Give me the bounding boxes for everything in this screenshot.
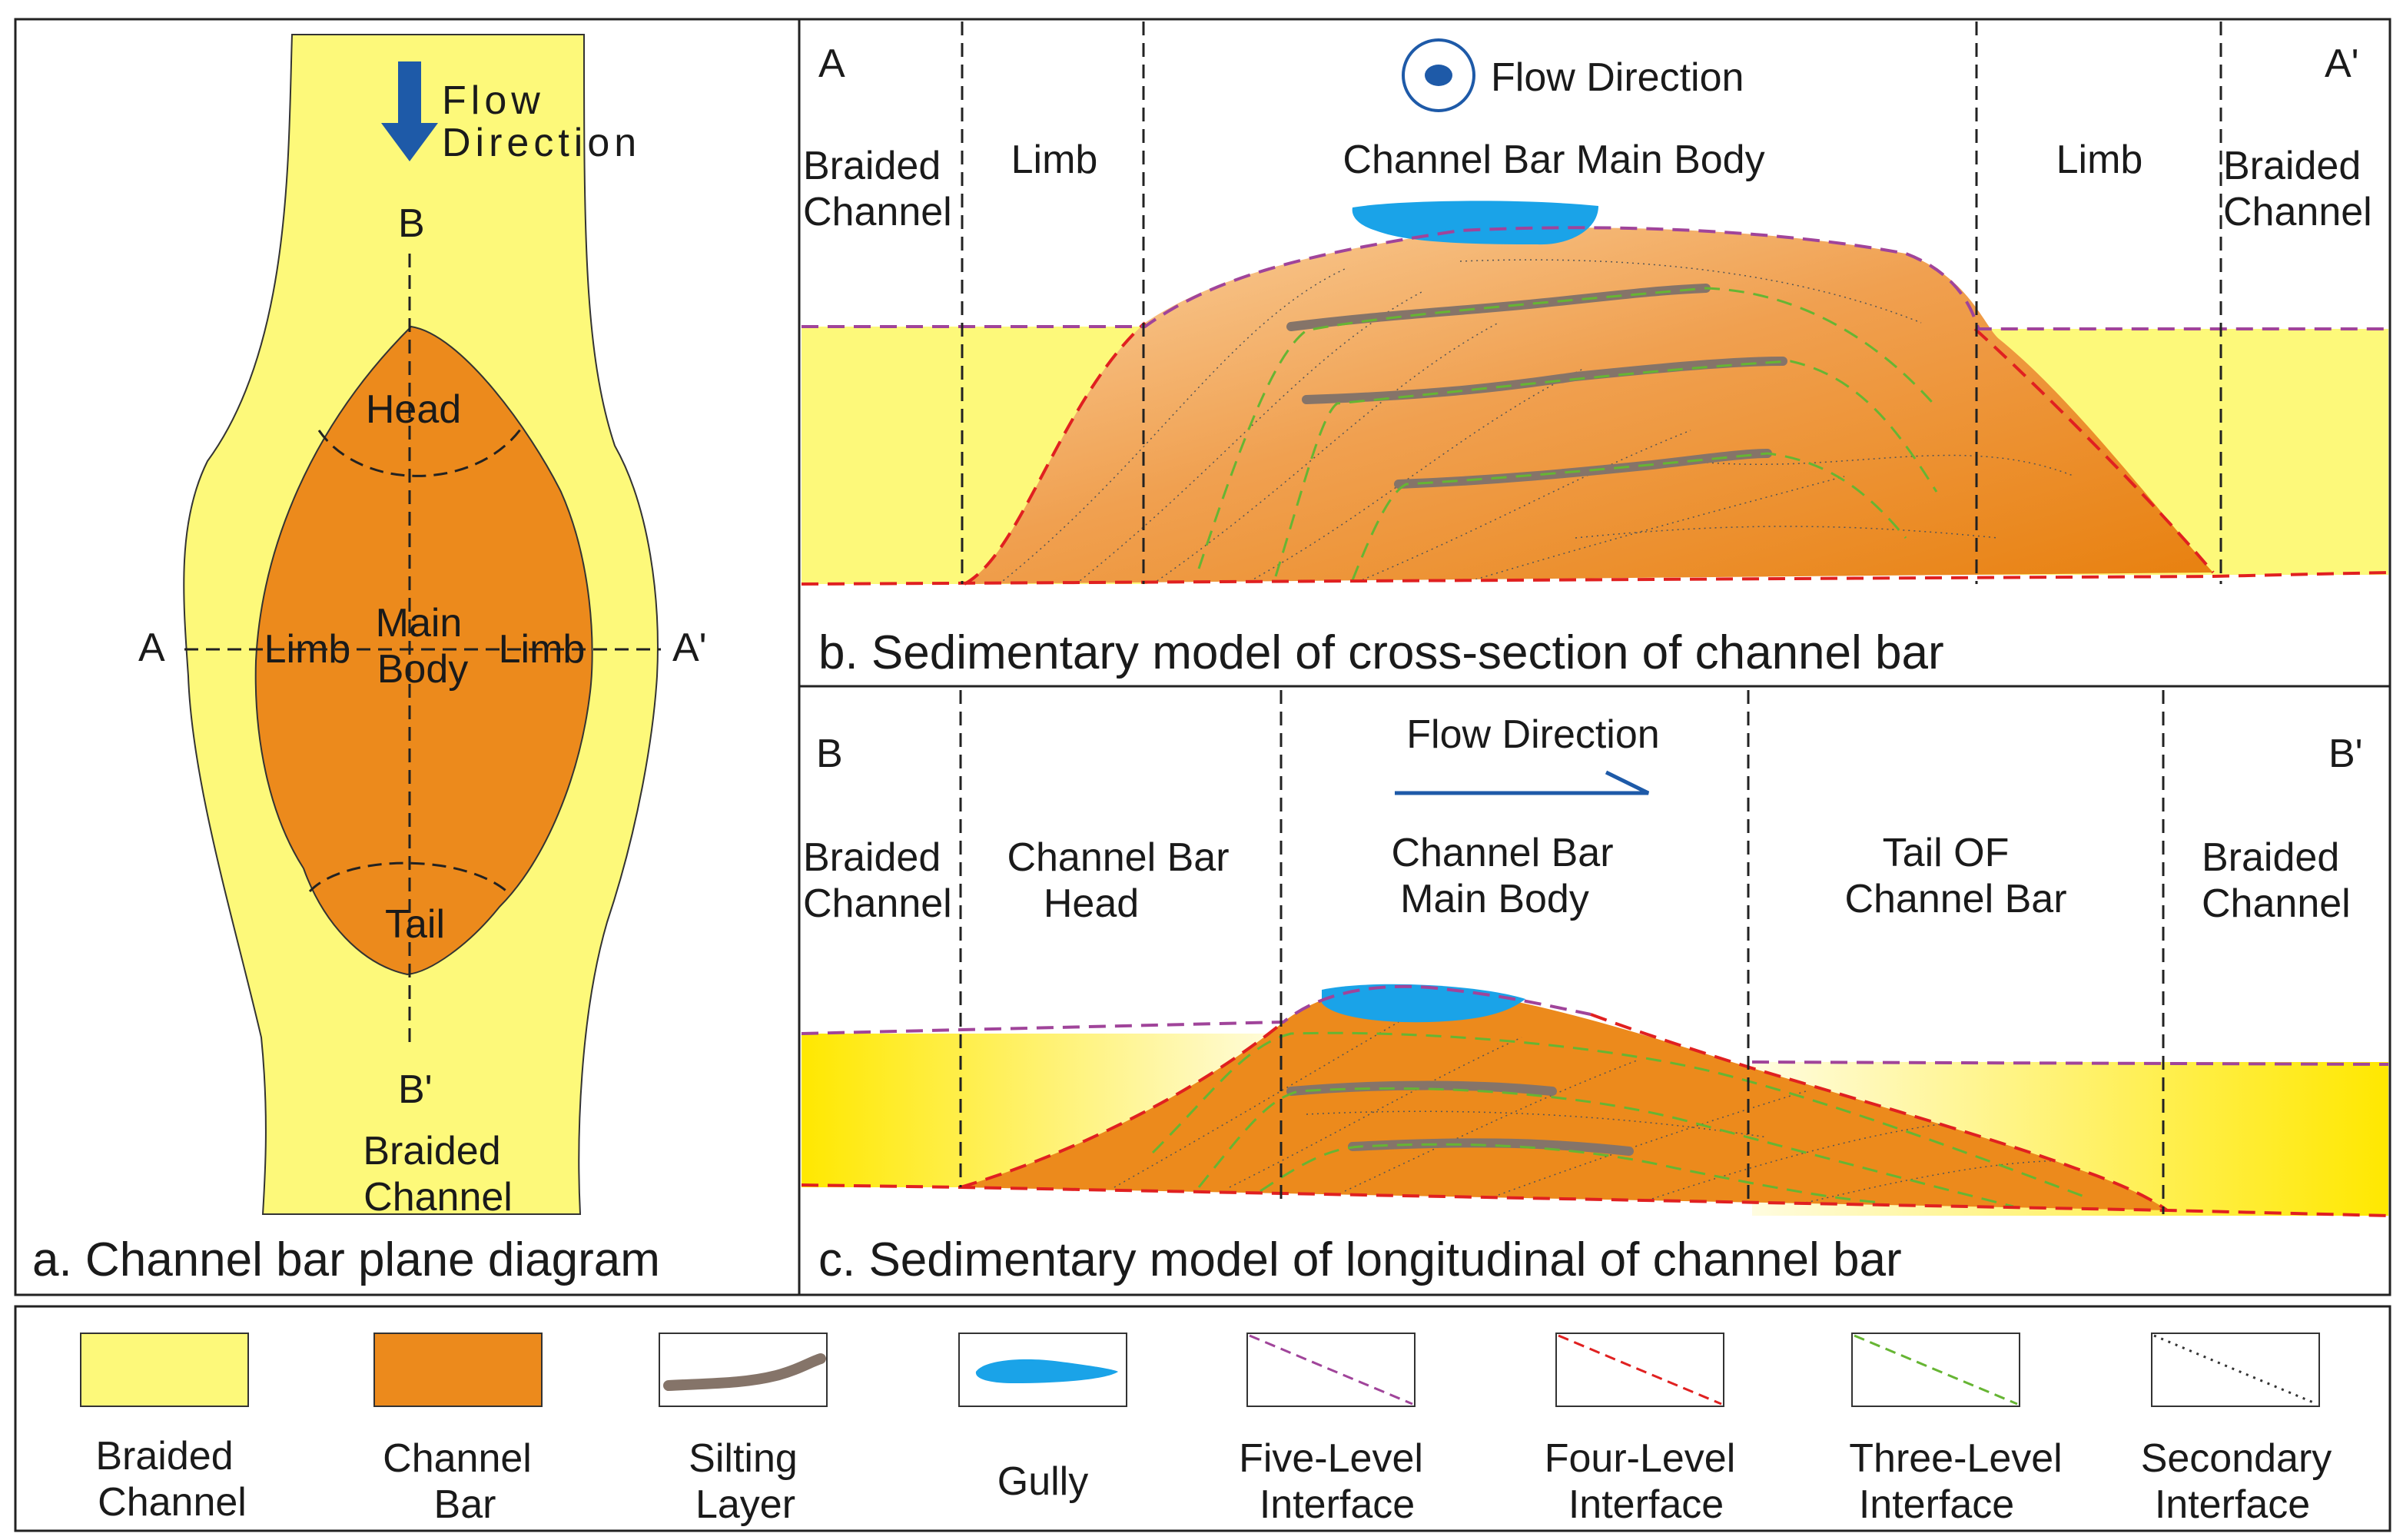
label-main-body-line1: Main	[376, 601, 463, 646]
panel-c: B B' Flow Direction Braided Channel Chan…	[801, 690, 2389, 1286]
label-tail: Tail	[385, 902, 445, 947]
zone-dividers-b	[961, 22, 2222, 584]
main-frame	[14, 18, 2391, 1296]
label-limb-right-b: Limb	[2056, 138, 2143, 182]
label-a: A	[138, 626, 165, 670]
legend-swatch-three-level-interface	[1851, 1333, 2020, 1407]
label-limb-left-b: Limb	[1011, 138, 1098, 182]
gully-b	[1352, 201, 1598, 245]
label-a-prime-b: A'	[2325, 41, 2359, 86]
legend-label-five-level-line1: Five-Level	[1239, 1436, 1423, 1481]
label-head-line1-c: Channel Bar	[1007, 835, 1229, 880]
zone-dividers-c	[959, 690, 2165, 1214]
legend-label-four-level-line2: Interface	[1568, 1482, 1724, 1527]
tail-boundary	[308, 861, 513, 897]
silting-layers-c	[1286, 1080, 1634, 1156]
legend-label-secondary-line2: Interface	[2155, 1482, 2310, 1527]
three-level-interfaces-b	[1197, 287, 1938, 581]
label-b-prime-c: B'	[2328, 732, 2363, 776]
label-braided-right-line2-b: Channel	[2223, 190, 2372, 234]
label-main-body-line2: Body	[377, 647, 469, 692]
label-main-line2-c: Main Body	[1400, 877, 1589, 921]
legend-label-three-level-line2: Interface	[1859, 1482, 2014, 1527]
label-b-c: B	[816, 732, 843, 776]
legend-label-silting-layer-line1: Silting	[689, 1436, 798, 1481]
legend-swatch-silting-layer	[659, 1333, 828, 1407]
legend: Braided Channel Channel Bar Silting Laye…	[80, 1333, 2332, 1527]
caption-b: b. Sedimentary model of cross-section of…	[818, 626, 1944, 679]
legend-frame	[14, 1305, 2391, 1532]
four-level-interface-base-b	[801, 571, 2389, 586]
label-tail-line1-c: Tail OF	[1883, 831, 2010, 875]
four-level-interface-base-c	[801, 1183, 2389, 1217]
label-limb-left: Limb	[264, 627, 351, 672]
legend-swatch-braided-channel	[80, 1333, 249, 1407]
flow-label-line1: Flow	[442, 78, 545, 123]
four-level-interface-bar-c	[960, 1013, 2169, 1212]
label-b: B	[398, 201, 425, 246]
label-a-prime: A'	[672, 626, 707, 670]
four-level-interface-bar-b	[964, 321, 2215, 586]
label-head: Head	[366, 387, 461, 432]
head-boundary	[317, 426, 524, 477]
label-b-prime: B'	[398, 1067, 433, 1112]
label-braided-right-line1-b: Braided	[2223, 144, 2361, 188]
flow-direction-symbol-b	[1402, 38, 1475, 112]
label-head-line2-c: Head	[1044, 881, 1139, 926]
legend-label-braided-channel-line2: Channel	[98, 1480, 247, 1525]
legend-swatch-gully	[958, 1333, 1127, 1407]
legend-swatch-four-level-interface	[1555, 1333, 1724, 1407]
label-braided-left-line2-b: Channel	[803, 190, 952, 234]
five-level-interface-top-c	[801, 984, 2389, 1066]
label-braided-left-line1-b: Braided	[803, 144, 941, 188]
three-level-interfaces-c	[1151, 1031, 2091, 1208]
secondary-laminae-c	[1114, 1021, 2076, 1203]
legend-label-five-level-line2: Interface	[1260, 1482, 1415, 1527]
label-main-line1-c: Channel Bar	[1391, 831, 1613, 875]
legend-label-four-level-line1: Four-Level	[1545, 1436, 1736, 1481]
label-braided-right-line2-c: Channel	[2202, 881, 2351, 926]
label-tail-line2-c: Channel Bar	[1844, 877, 2066, 921]
legend-swatch-secondary-interface	[2151, 1333, 2320, 1407]
legend-label-braided-channel-line1: Braided	[95, 1434, 233, 1479]
panel-a: Flow Direction B B' A A' Head Main Body …	[32, 34, 707, 1286]
flow-label-line2: Direction	[442, 121, 641, 165]
label-flow-direction-b: Flow Direction	[1491, 55, 1744, 100]
legend-label-three-level-line1: Three-Level	[1849, 1436, 2062, 1481]
legend-swatch-five-level-interface	[1246, 1333, 1416, 1407]
label-a-b: A	[818, 41, 845, 86]
label-braided-left-line1-c: Braided	[803, 835, 941, 880]
label-braided-left-line2-c: Channel	[803, 881, 952, 926]
label-main-body-b: Channel Bar Main Body	[1343, 138, 1764, 182]
panel-b: A A' Flow Direction Braided Channel Limb…	[801, 22, 2389, 679]
caption-a: a. Channel bar plane diagram	[32, 1233, 660, 1286]
label-braided-line2: Channel	[363, 1175, 513, 1220]
legend-label-secondary-line1: Secondary	[2141, 1436, 2332, 1481]
legend-label-channel-bar-line1: Channel	[383, 1436, 532, 1481]
legend-label-channel-bar-line2: Bar	[434, 1482, 496, 1527]
label-flow-direction-c: Flow Direction	[1406, 712, 1659, 757]
legend-swatch-channel-bar	[373, 1333, 543, 1407]
legend-label-silting-layer-line2: Layer	[695, 1482, 795, 1527]
channel-bar-section	[964, 227, 2213, 584]
legend-label-gully: Gully	[997, 1459, 1088, 1504]
label-braided-right-line1-c: Braided	[2202, 835, 2339, 880]
caption-c: c. Sedimentary model of longitudinal of …	[818, 1233, 1902, 1286]
flow-arrow-c	[1395, 770, 1650, 795]
label-braided-line1: Braided	[363, 1129, 500, 1173]
label-limb-right: Limb	[499, 627, 586, 672]
flow-arrow-plan	[381, 61, 438, 161]
